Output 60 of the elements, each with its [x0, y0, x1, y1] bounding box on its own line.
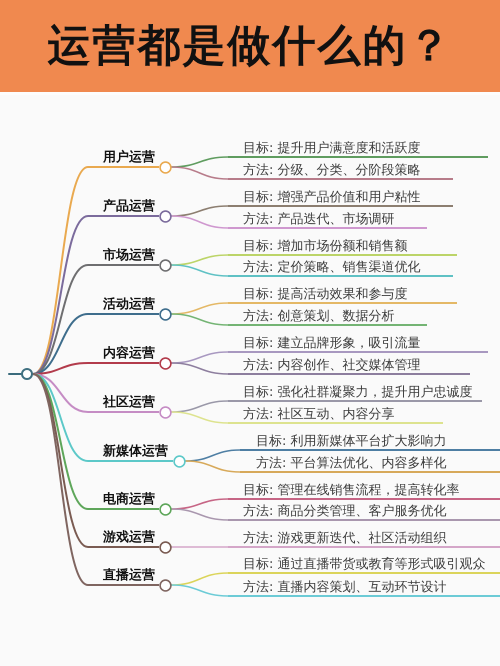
root-node: [21, 368, 33, 380]
branch-line: [170, 313, 229, 326]
topic-label: 用户运营: [103, 149, 155, 166]
subtopic-text: 方法: 定价策略、销售渠道优化: [243, 259, 421, 276]
topic-node: [88, 527, 172, 554]
subtopic-text: 目标: 利用新媒体平台扩大影响力: [256, 433, 447, 450]
subtopic-text: 目标: 强化社群凝聚力，提升用户忠诚度: [243, 384, 473, 401]
branch-line: [170, 546, 229, 548]
topic-node: [88, 565, 172, 592]
subtopic-text: 方法: 创意策划、数据分析: [243, 308, 395, 325]
topic-label: 新媒体运营: [103, 443, 168, 460]
branch-line: [32, 215, 89, 375]
topic-node: [88, 196, 172, 223]
topic-node: [88, 489, 172, 516]
subtopic-text: 方法: 内容创作、社交媒体管理: [243, 357, 421, 374]
title: 运营都是做什么的？: [48, 20, 452, 72]
topic-label: 产品运营: [103, 198, 155, 215]
topic-node: [88, 245, 172, 272]
subtopic-text: 目标: 建立品牌形象，吸引流量: [243, 335, 421, 352]
subtopic-text: 目标: 提升用户满意度和活跃度: [243, 140, 421, 157]
topic-node: [88, 294, 172, 321]
topic-label: 活动运营: [103, 296, 155, 313]
topic-label: 直播运营: [103, 567, 155, 584]
branch-line: [8, 373, 22, 375]
branch-line: [170, 411, 229, 424]
branch-line: [170, 498, 229, 510]
subtopic-text: 方法: 平台算法优化、内容多样化: [256, 455, 447, 472]
topic-label: 内容运营: [103, 345, 155, 362]
branch-line: [170, 508, 229, 521]
branch-line: [32, 373, 89, 548]
branch-line: [170, 205, 229, 217]
subtopic-text: 方法: 社区互动、内容分享: [243, 406, 395, 423]
topic-node: [88, 147, 172, 174]
topic-node: [88, 392, 172, 419]
subtopic-text: 方法: 产品迭代、市场调研: [243, 211, 395, 228]
branch-line: [170, 264, 229, 277]
topic-label: 社区运营: [103, 394, 155, 411]
branch-line: [170, 156, 229, 168]
subtopic-text: 目标: 通过直播带货或教育等形式吸引观众: [243, 556, 486, 573]
topic-node: [88, 343, 172, 370]
subtopic-text: 目标: 增强产品价值和用户粘性: [243, 189, 421, 206]
topic-label: 电商运营: [103, 491, 155, 508]
topic-node: [88, 441, 186, 468]
subtopic-text: 方法: 商品分类管理、客户服务优化: [243, 503, 447, 520]
subtopic-text: 方法: 直播内容策划、互动环节设计: [243, 579, 447, 596]
topic-label: 游戏运营: [103, 529, 155, 546]
branch-line: [32, 373, 89, 462]
branch-line: [32, 264, 89, 375]
branch-line: [170, 584, 229, 597]
subtopic-text: 方法: 分级、分类、分阶段策略: [243, 162, 421, 179]
branch-line: [184, 460, 241, 473]
topic-label: 市场运营: [103, 247, 155, 264]
subtopic-text: 目标: 提高活动效果和参与度: [243, 286, 408, 303]
subtopic-text: 目标: 管理在线销售流程，提高转化率: [243, 482, 460, 499]
subtopic-text: 目标: 增加市场份额和销售额: [243, 238, 408, 255]
branch-line: [170, 166, 229, 180]
subtopic-text: 方法: 游戏更新迭代、社区活动组织: [243, 530, 447, 547]
branch-line: [32, 373, 89, 586]
branch-line: [170, 362, 229, 375]
branch-line: [170, 215, 229, 229]
